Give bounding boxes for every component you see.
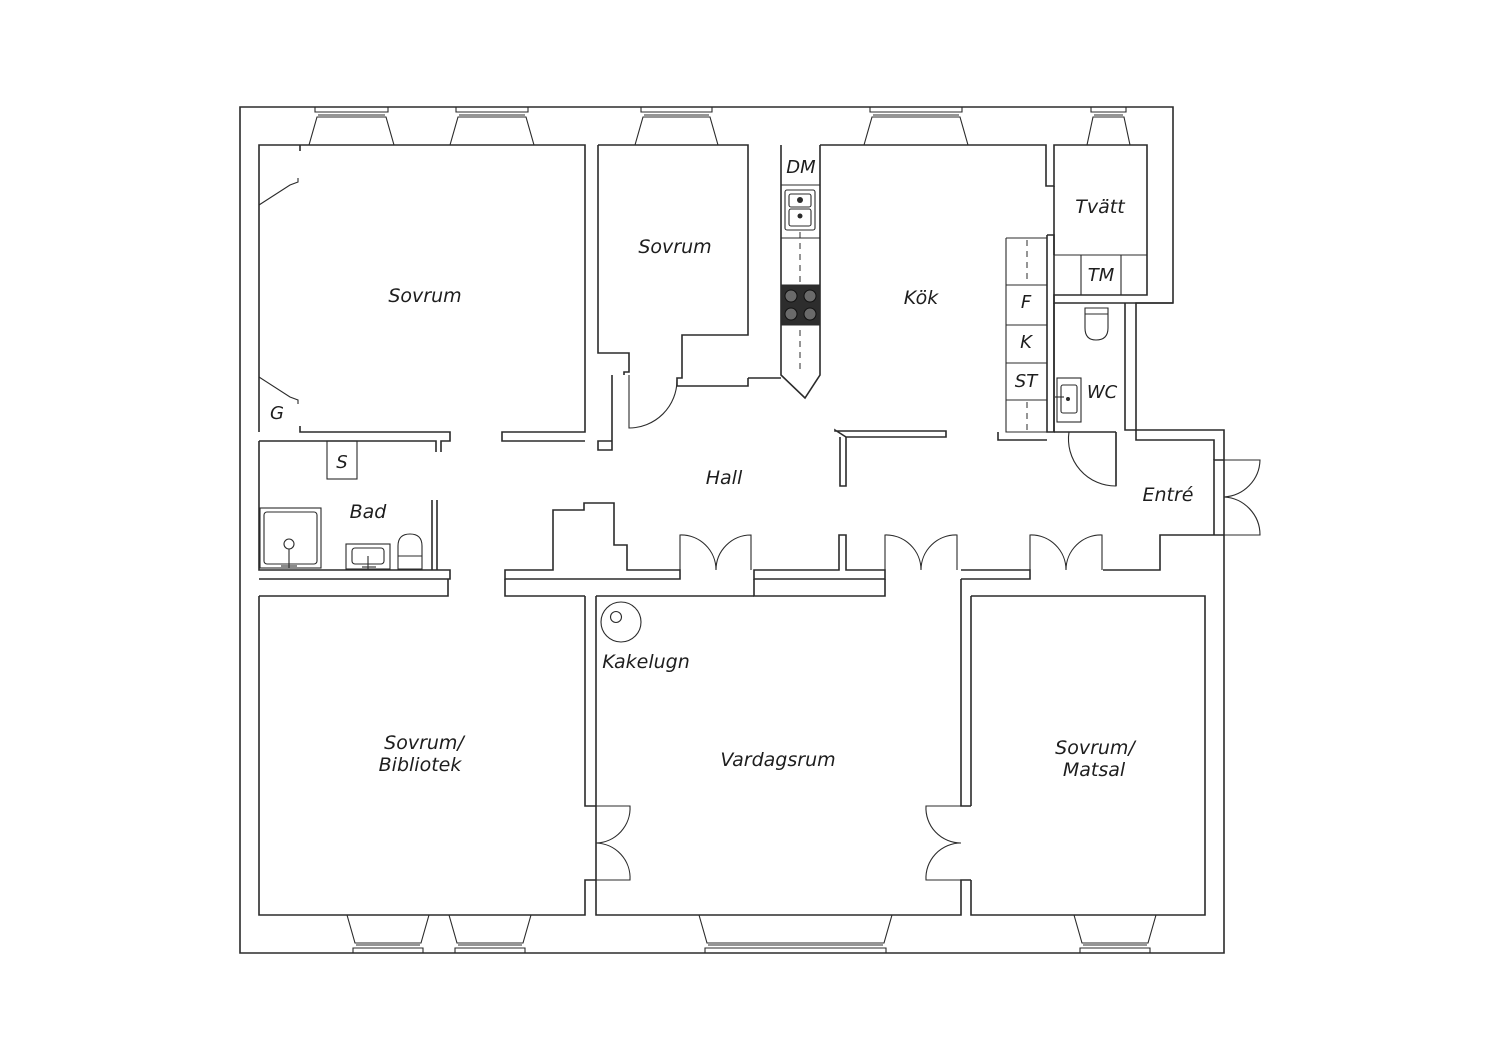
kitchen-fixtures <box>780 184 1147 433</box>
door-swing-icon <box>595 805 631 881</box>
sink-icon <box>345 543 391 570</box>
toilet-icon <box>397 533 423 570</box>
window-icon <box>449 107 535 146</box>
sink-icon <box>1055 377 1082 423</box>
room-label-entre: Entré <box>1143 484 1194 506</box>
room-labels: Sovrum Sovrum Kök Tvätt TM DM F K ST WC … <box>270 157 1193 781</box>
outer-wall <box>239 106 1225 954</box>
door-swing-icon <box>628 375 678 429</box>
door-swing-icon <box>1067 431 1117 487</box>
wc-fixtures <box>1055 307 1109 423</box>
room-label-wc: WC <box>1087 382 1118 403</box>
sink-icon <box>784 189 816 231</box>
window-icon <box>634 107 719 146</box>
room-label-kok: Kök <box>904 287 939 309</box>
fixture-label-k: K <box>1020 332 1033 353</box>
door-swing-icon <box>679 534 752 571</box>
hob-icon <box>780 284 821 326</box>
windows-top <box>308 107 1131 146</box>
fixture-label-g: G <box>270 403 284 424</box>
door-swing-icon <box>884 534 958 571</box>
shower-icon <box>259 507 322 569</box>
door-swing-icon <box>925 805 962 881</box>
window-icon <box>1073 914 1157 953</box>
window-icon <box>308 107 395 146</box>
fixture-label-dm: DM <box>786 157 816 178</box>
tiled-stove-icon <box>600 601 642 643</box>
fixture-label-kakelugn: Kakelugn <box>602 651 690 673</box>
fixture-label-f: F <box>1021 292 1032 313</box>
fixture-label-tm: TM <box>1088 265 1115 286</box>
room-label-bad: Bad <box>350 501 388 523</box>
room-label-sovrum-bibliotek-1: Sovrum/ <box>384 732 466 754</box>
room-label-sovrum-bibliotek-2: Bibliotek <box>379 754 463 776</box>
fixture-label-st: ST <box>1015 371 1039 392</box>
room-label-sovrum-matsal-2: Matsal <box>1063 759 1126 781</box>
window-icon <box>698 914 893 953</box>
windows-bottom <box>346 914 1157 953</box>
room-label-hall: Hall <box>706 467 743 489</box>
window-icon <box>863 107 969 146</box>
room-label-vardagsrum: Vardagsrum <box>720 749 835 771</box>
interior-walls <box>258 144 1224 916</box>
toilet-icon <box>1084 307 1109 341</box>
fixture-label-s: S <box>336 452 347 473</box>
door-swing-icon <box>1029 534 1103 571</box>
window-icon <box>346 914 430 953</box>
doors <box>595 375 1261 881</box>
window-icon <box>1086 107 1131 146</box>
room-label-sovrum-matsal-1: Sovrum/ <box>1055 737 1137 759</box>
room-label-sovrum-mid: Sovrum <box>638 236 711 258</box>
window-icon <box>448 914 532 953</box>
door-swing-icon <box>1223 459 1261 536</box>
bath-fixtures <box>259 440 423 570</box>
room-label-tvatt: Tvätt <box>1075 196 1126 218</box>
room-label-sovrum: Sovrum <box>388 285 461 307</box>
